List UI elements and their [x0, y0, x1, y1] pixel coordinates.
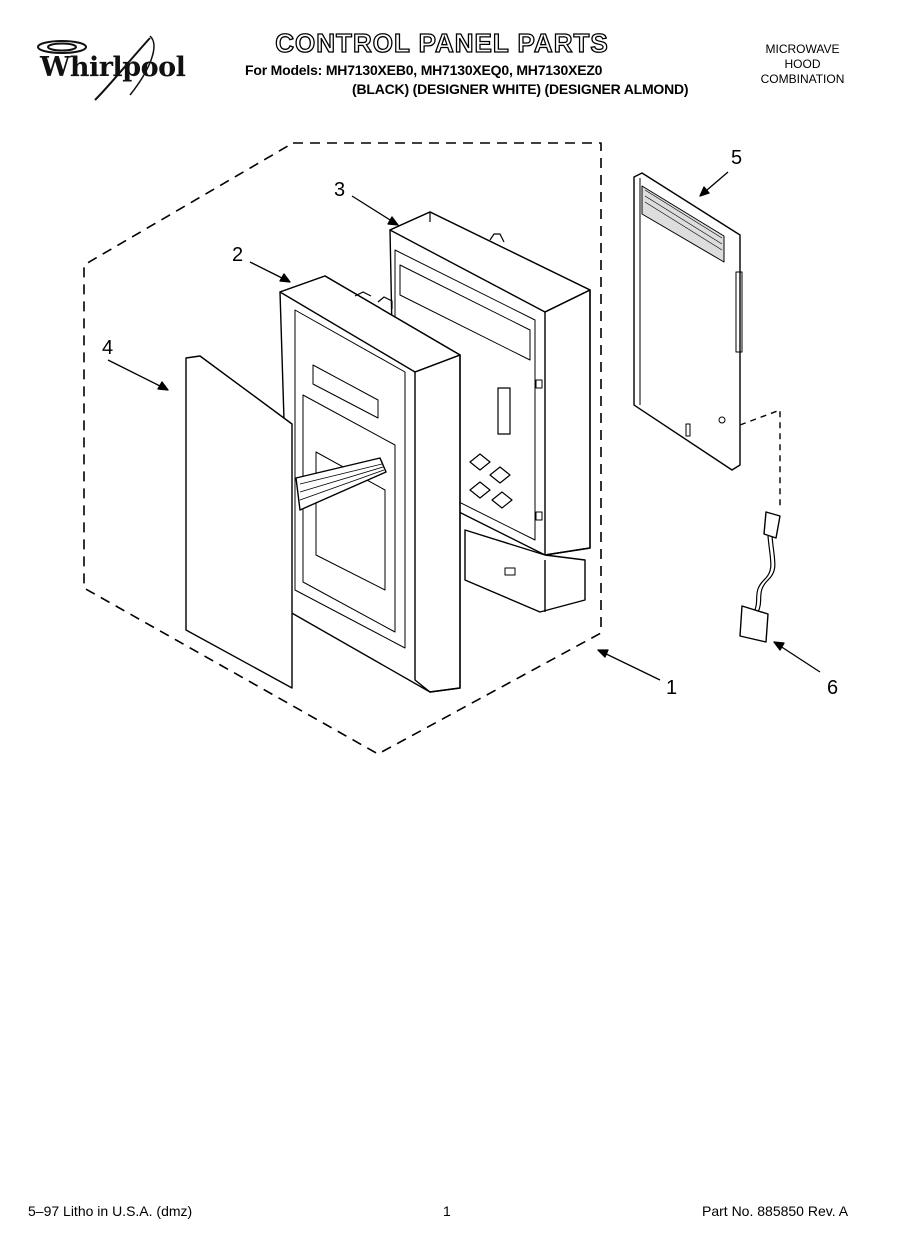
page-number: 1 — [443, 1203, 451, 1219]
callout-3: 3 — [334, 179, 346, 201]
part-wire-harness — [739, 409, 781, 643]
color-list: (BLACK) (DESIGNER WHITE) (DESIGNER ALMON… — [352, 81, 689, 97]
category-line: HOOD — [784, 57, 821, 71]
part-frame — [279, 275, 461, 693]
callout-6: 6 — [827, 677, 839, 699]
part-circuit-board — [633, 172, 743, 471]
category-line: COMBINATION — [760, 72, 845, 86]
part-number: Part No. 885850 Rev. A — [702, 1203, 849, 1219]
callout-1: 1 — [666, 677, 678, 699]
litho-note: 5–97 Litho in U.S.A. (dmz) — [28, 1203, 193, 1219]
brand-wordmark: Whirlpool — [40, 52, 186, 83]
category-line: MICROWAVE — [765, 42, 840, 56]
part-overlay — [185, 355, 293, 689]
logo-swirl-icon — [37, 35, 155, 101]
model-list: For Models: MH7130XEB0, MH7130XEQ0, MH71… — [245, 62, 603, 78]
assembly-boundary — [83, 142, 602, 755]
callout-5: 5 — [731, 147, 743, 169]
page-title: CONTROL PANEL PARTS — [275, 27, 609, 58]
callout-4: 4 — [102, 337, 114, 359]
callout-2: 2 — [232, 244, 244, 266]
product-category: MICROWAVE HOOD COMBINATION — [745, 42, 860, 87]
whirlpool-logo: Whirlpool — [0, 0, 200, 110]
